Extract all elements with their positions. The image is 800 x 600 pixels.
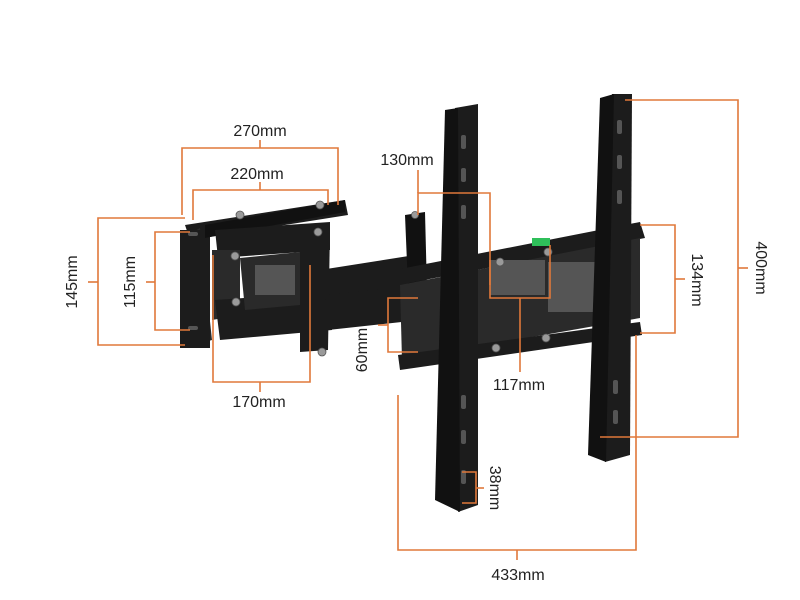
- label-130mm: 130mm: [380, 152, 433, 169]
- label-134mm: 134mm: [688, 253, 705, 306]
- swing-arms: [212, 211, 428, 357]
- label-270mm: 270mm: [233, 123, 286, 140]
- label-220mm: 220mm: [230, 166, 283, 183]
- dimension-lines: [88, 99, 748, 560]
- tv-plate-uprights: [435, 94, 632, 512]
- label-115mm: 115mm: [122, 256, 139, 308]
- label-433mm: 433mm: [491, 567, 544, 584]
- label-38mm: 38mm: [486, 466, 503, 510]
- tv-wall-mount-bracket: [180, 94, 645, 512]
- bubble-level-icon: [532, 238, 550, 246]
- label-60mm: 60mm: [354, 328, 371, 372]
- label-117mm: 117mm: [493, 377, 545, 394]
- label-145mm: 145mm: [64, 255, 81, 308]
- label-400mm: 400mm: [752, 241, 769, 294]
- dimension-labels: 270mm 220mm 145mm 115mm 170mm 130mm 60mm…: [64, 123, 769, 584]
- label-170mm: 170mm: [232, 394, 285, 411]
